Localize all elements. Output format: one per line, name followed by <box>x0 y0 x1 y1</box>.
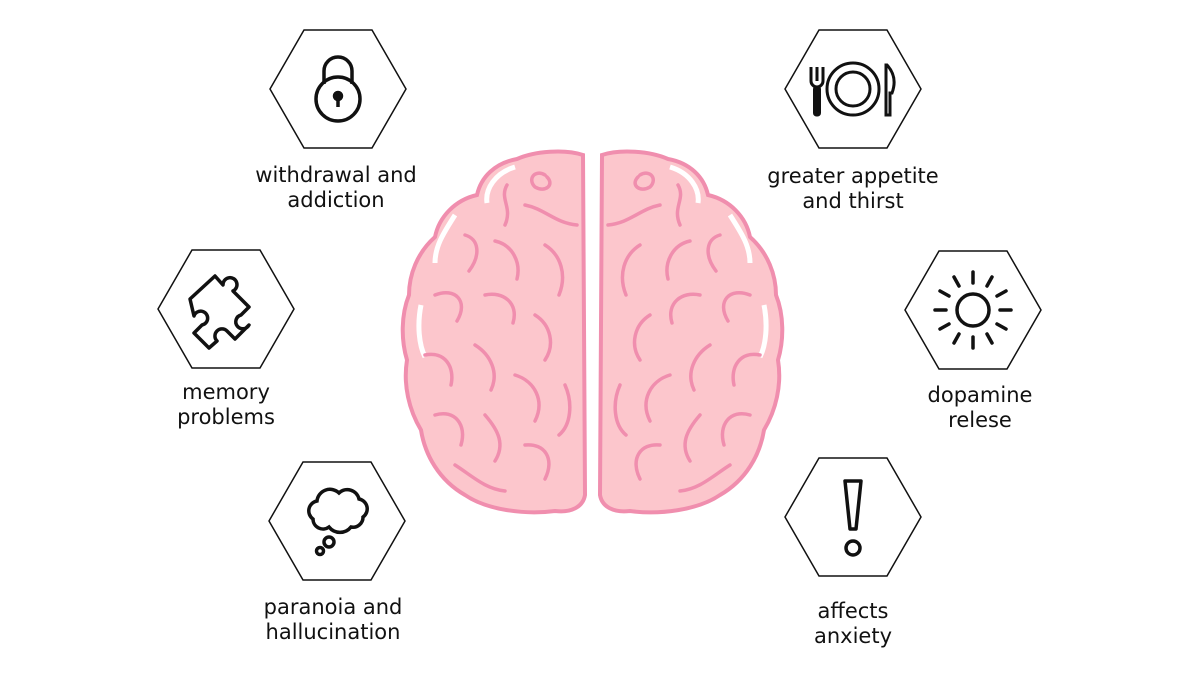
label-line: addiction <box>287 188 385 212</box>
label-withdrawal: withdrawal and addiction <box>216 163 456 213</box>
label-anxiety: affects anxiety <box>733 599 973 649</box>
plate-hexagon <box>784 29 922 149</box>
label-dopamine: dopamine relese <box>860 383 1100 433</box>
fork-plate-knife-icon <box>809 61 896 117</box>
label-paranoia: paranoia and hallucination <box>213 595 453 645</box>
puzzle-hexagon <box>157 249 295 369</box>
label-line: withdrawal and <box>255 163 417 187</box>
label-line: and thirst <box>802 189 904 213</box>
puzzle-icon <box>188 274 251 350</box>
exclamation-icon <box>843 479 863 557</box>
label-line: paranoia and <box>263 595 403 619</box>
left-hemisphere <box>400 149 587 515</box>
sun-hexagon <box>904 250 1042 370</box>
label-line: memory <box>182 380 270 404</box>
brain-illustration <box>400 149 785 515</box>
thought-bubble-icon <box>307 487 369 557</box>
label-line: hallucination <box>265 620 401 644</box>
label-appetite: greater appetite and thirst <box>733 164 973 214</box>
lock-icon <box>314 55 362 123</box>
label-line: problems <box>177 405 275 429</box>
sun-icon <box>933 270 1013 350</box>
label-line: affects <box>817 599 889 623</box>
label-line: anxiety <box>813 624 893 648</box>
label-memory: memory problems <box>106 380 346 430</box>
right-hemisphere <box>598 149 785 515</box>
label-line: dopamine <box>927 383 1033 407</box>
label-line: greater appetite <box>767 164 939 188</box>
exclamation-hexagon <box>784 457 922 577</box>
label-line: relese <box>948 408 1012 432</box>
thought-hexagon <box>268 461 406 581</box>
lock-hexagon <box>269 29 407 149</box>
